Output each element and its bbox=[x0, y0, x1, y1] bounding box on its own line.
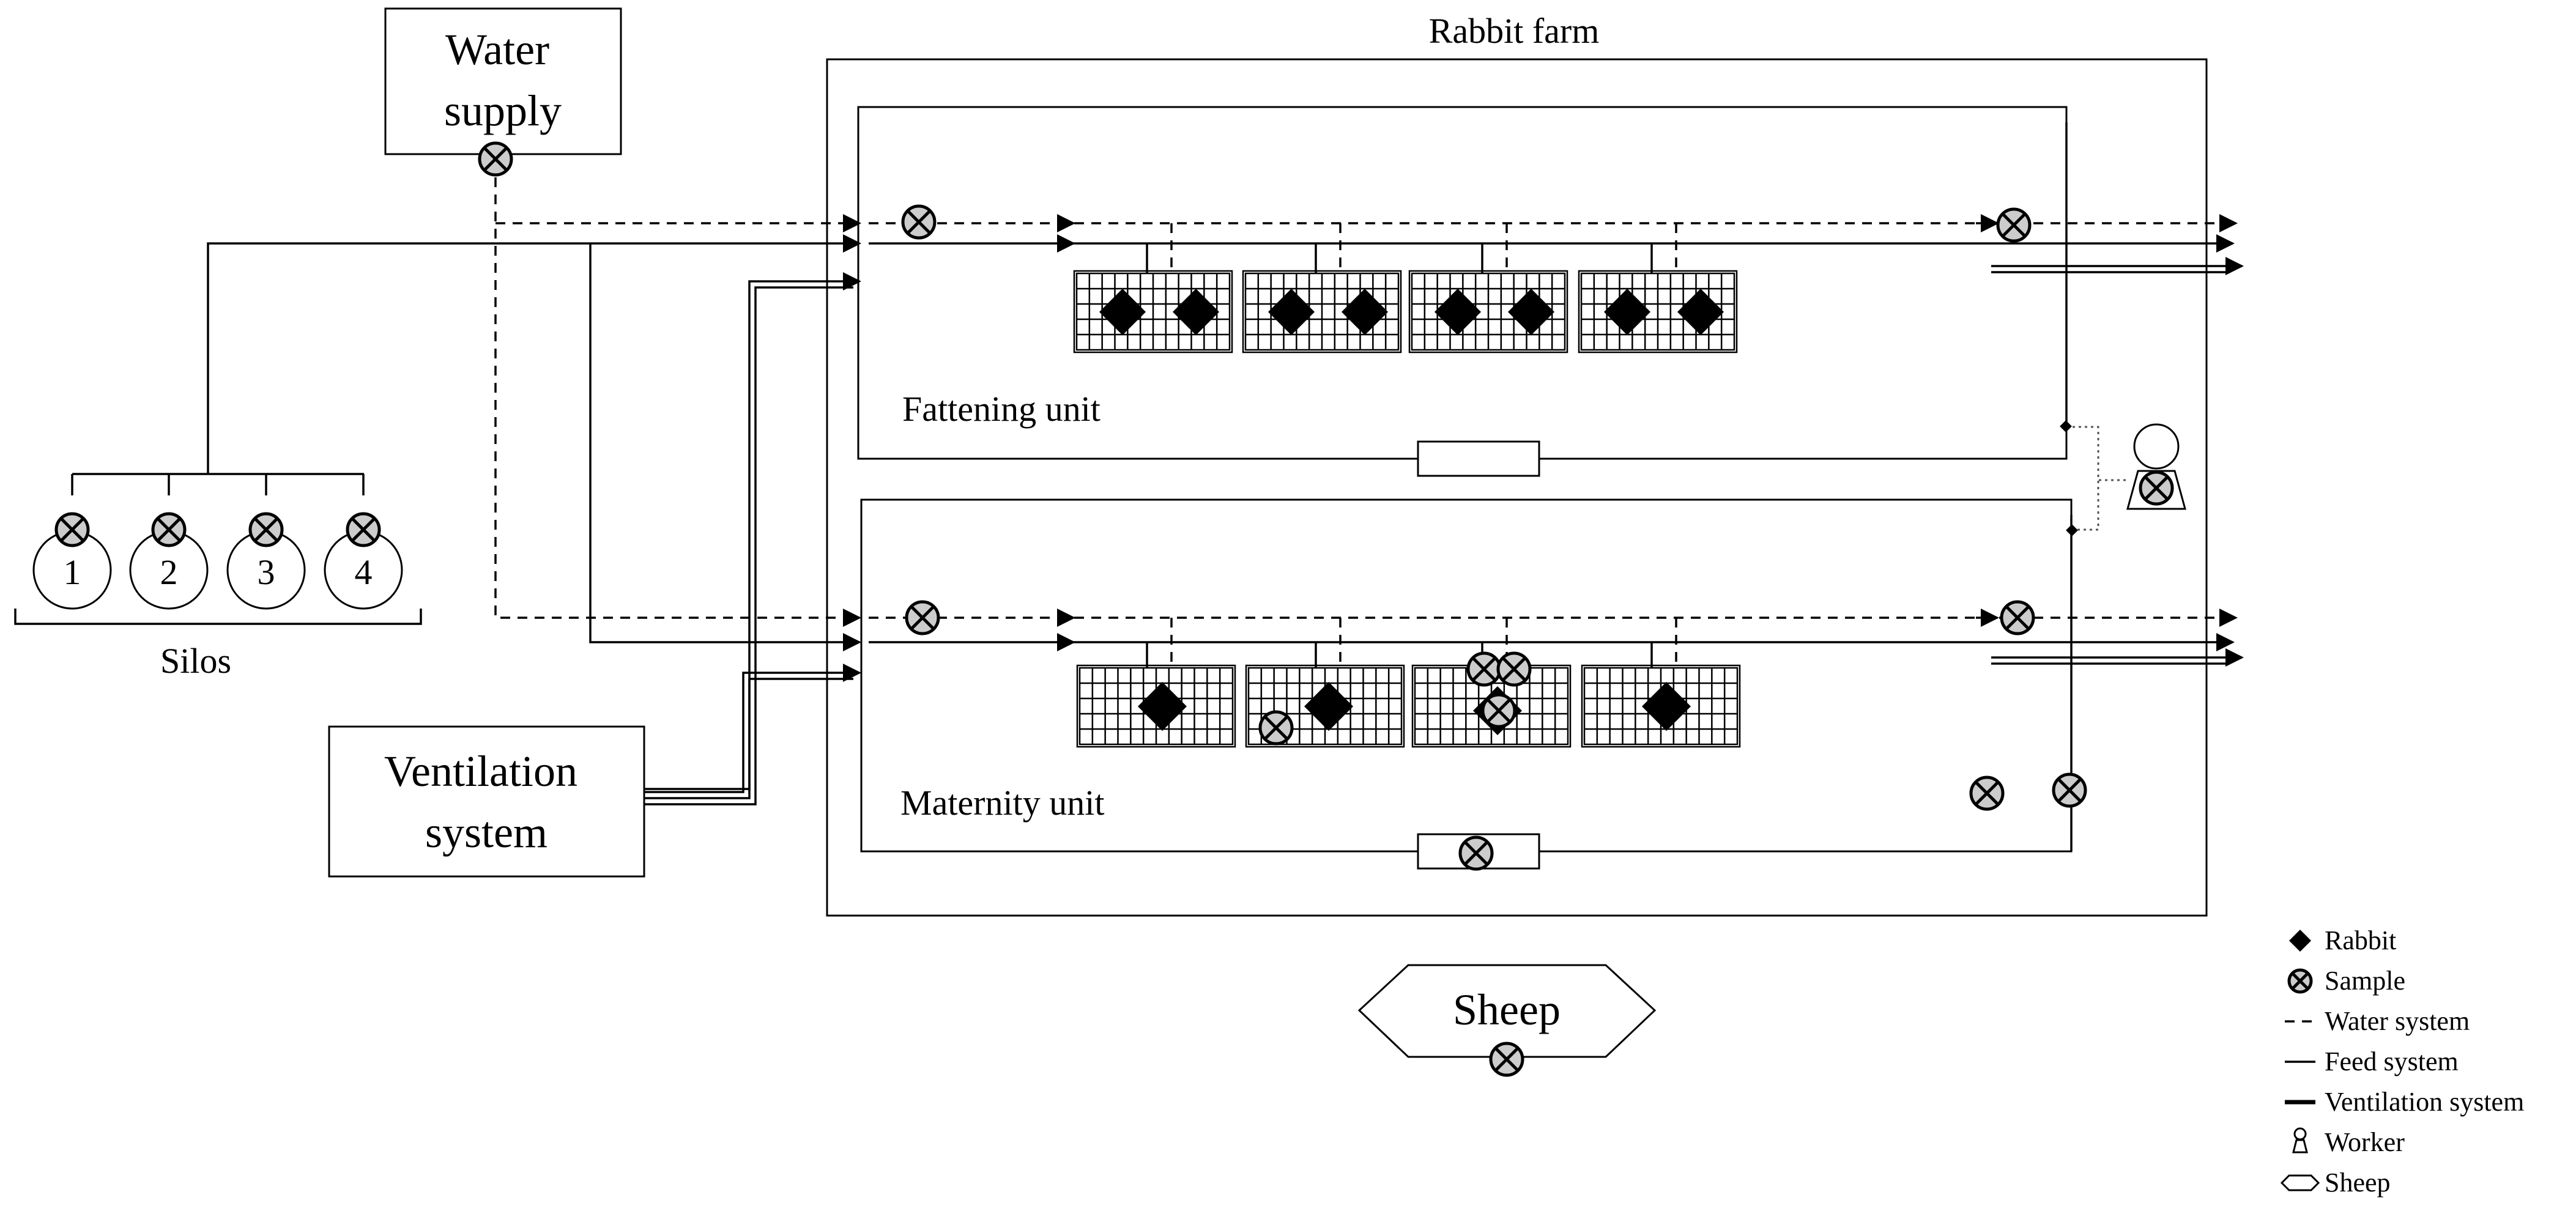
rabbit-diamond-icon bbox=[1435, 289, 1481, 335]
feed-system-lines bbox=[71, 234, 2235, 651]
sample-icon bbox=[1481, 693, 1516, 728]
legend-label: Feed system bbox=[2325, 1046, 2459, 1076]
silo-2: 2 bbox=[129, 512, 209, 610]
sample-icon bbox=[905, 600, 940, 635]
legend-item: Rabbit bbox=[2289, 925, 2396, 955]
worker-icon bbox=[2292, 1127, 2308, 1153]
maternity-unit-label: Maternity unit bbox=[900, 783, 1104, 823]
rabbit-diamond-icon bbox=[1642, 682, 1691, 731]
rabbit-diamond-icon bbox=[1604, 289, 1650, 335]
silo-number: 2 bbox=[160, 552, 178, 592]
rabbit-diamond-icon bbox=[1173, 289, 1219, 335]
silo-sample-icon bbox=[151, 512, 187, 547]
silo-3: 3 bbox=[226, 512, 306, 610]
rabbit-diamond-icon bbox=[1508, 289, 1554, 335]
sample-icon bbox=[2052, 772, 2087, 808]
legend-item: Water system bbox=[2285, 1006, 2470, 1036]
rabbit-diamond-icon bbox=[1304, 682, 1353, 731]
rabbit-diamond-icon bbox=[1268, 289, 1315, 335]
legend-label: Rabbit bbox=[2325, 925, 2396, 955]
silo-sample-icon bbox=[346, 512, 381, 547]
silos-group: 1 2 3 4 bbox=[32, 512, 403, 610]
sample-icon bbox=[2139, 470, 2174, 506]
rabbit-diamond-icon bbox=[2289, 930, 2311, 952]
hexagon-icon bbox=[2280, 1174, 2320, 1191]
silo-4: 4 bbox=[324, 512, 403, 610]
silo-1: 1 bbox=[32, 512, 112, 610]
legend-label: Water system bbox=[2325, 1006, 2470, 1036]
water-supply-box bbox=[384, 7, 622, 155]
legend-item: Feed system bbox=[2285, 1046, 2459, 1076]
sample-icon bbox=[1496, 651, 1532, 687]
sheep-label: Sheep bbox=[1453, 985, 1561, 1034]
rabbit-diamond-icon bbox=[1342, 289, 1388, 335]
silos-label: Silos bbox=[160, 641, 231, 681]
legend-label: Worker bbox=[2325, 1127, 2405, 1157]
silo-number: 3 bbox=[258, 552, 275, 592]
legend-item: Sample bbox=[2287, 966, 2405, 996]
legend-item: Worker bbox=[2292, 1127, 2405, 1157]
water-supply-label: Water supply bbox=[444, 25, 562, 135]
ventilation-system-box bbox=[328, 725, 645, 878]
silo-number: 4 bbox=[355, 552, 373, 592]
ventilation-system-label: Ventilation system bbox=[384, 747, 588, 857]
fattening-cages bbox=[1073, 270, 1738, 354]
rabbit-diamond-icon bbox=[1099, 289, 1146, 335]
rabbit-diamond-icon bbox=[1138, 682, 1187, 731]
sample-icon bbox=[1458, 835, 1494, 871]
sample-icon bbox=[1969, 776, 2005, 811]
ventilation-system-lines bbox=[644, 257, 2244, 805]
cage-connectors bbox=[1146, 223, 1677, 668]
rabbit-diamond-icon bbox=[1677, 289, 1724, 335]
legend-label: Sample bbox=[2325, 966, 2405, 996]
sample-icon bbox=[1489, 1042, 1524, 1077]
fattening-unit-label: Fattening unit bbox=[902, 389, 1101, 429]
sample-icon bbox=[1996, 207, 2032, 243]
sample-markers bbox=[478, 141, 2174, 1077]
sample-icon bbox=[901, 204, 937, 240]
sheep-node: Sheep bbox=[1357, 964, 1657, 1058]
legend-label: Ventilation system bbox=[2325, 1087, 2524, 1117]
diagram-title: Rabbit farm bbox=[1429, 11, 1600, 51]
silo-sample-icon bbox=[54, 512, 90, 547]
sample-icon bbox=[1466, 651, 1502, 687]
sample-icon bbox=[1258, 710, 1294, 746]
legend-label: Sheep bbox=[2325, 1168, 2391, 1198]
maternity-cages bbox=[1076, 664, 1741, 748]
silos-bracket bbox=[14, 609, 422, 625]
sample-icon bbox=[2000, 600, 2035, 635]
sample-icon bbox=[2287, 968, 2313, 994]
fattening-door bbox=[1417, 440, 1540, 477]
legend-item: Sheep bbox=[2280, 1168, 2391, 1198]
sample-icon bbox=[478, 141, 513, 177]
silo-sample-icon bbox=[248, 512, 284, 547]
silo-number: 1 bbox=[64, 552, 81, 592]
legend-item: Ventilation system bbox=[2285, 1087, 2524, 1117]
fattening-cage bbox=[1578, 270, 1738, 354]
